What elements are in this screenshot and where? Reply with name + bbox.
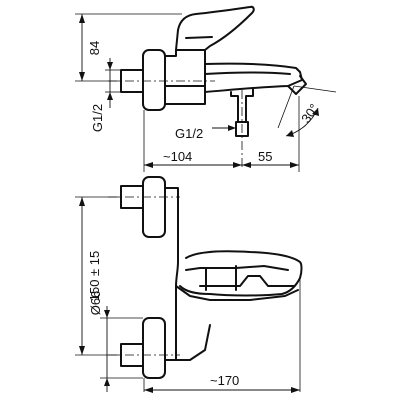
dimension-escutcheon-diameter: Ø66: [88, 291, 110, 392]
dimension-arrow: [290, 162, 299, 168]
front-lever-handle: [179, 250, 303, 297]
dimension-depth: ~104 55: [144, 149, 299, 168]
dimension-arrow: [286, 130, 294, 137]
side-body-block: [164, 49, 206, 105]
front-view: 150 ± 15 Ø66 ~170: [75, 176, 303, 393]
front-main-body: [164, 187, 179, 361]
side-lever-handle: [175, 5, 255, 51]
dimension-arrow: [144, 387, 153, 393]
side-view-faucet-body: [120, 5, 307, 137]
side-spout-outlet: [287, 75, 307, 95]
dimension-overall-width-label: ~170: [210, 373, 239, 388]
dimension-arrow: [233, 162, 242, 168]
front-view-faucet-body: [120, 176, 303, 379]
dimension-84-label: 84: [87, 41, 102, 55]
dimension-outlet-thread: G1/2: [175, 125, 236, 141]
dimension-arrow: [79, 346, 85, 355]
dimension-depth-label: ~104: [163, 149, 192, 164]
dimension-arrow: [104, 310, 110, 318]
dimension-arrow: [291, 387, 300, 393]
dimension-arrow: [79, 14, 85, 23]
dimension-spout-angle: 30°: [277, 85, 337, 137]
dimension-inlet-thread-label: G1/2: [90, 104, 105, 132]
side-escutcheon: [142, 49, 166, 111]
dimension-arrow: [107, 92, 113, 100]
dimension-centre-distance-label: 150 ± 15: [87, 251, 102, 302]
dimension-outlet-thread-label: G1/2: [175, 126, 203, 141]
dimension-arrow: [79, 197, 85, 206]
dimension-spout-angle-label: 30°: [298, 101, 322, 126]
side-view: 84 G1/2 G1/2 30°: [75, 5, 337, 172]
dimension-inlet-thread: G1/2: [90, 58, 113, 132]
dimension-arrow: [242, 162, 251, 168]
dimension-arrow: [144, 162, 153, 168]
dimension-escutcheon-diameter-label: Ø66: [88, 291, 103, 316]
front-upper-escutcheon: [142, 176, 166, 238]
dimension-arrow: [79, 72, 85, 81]
dimension-spout-offset-label: 55: [258, 149, 272, 164]
front-lower-escutcheon: [142, 317, 166, 379]
dimension-arrow: [312, 108, 319, 116]
dimension-84: 84: [79, 14, 102, 81]
dimension-arrow: [228, 125, 236, 131]
dimension-arrow: [107, 62, 113, 70]
dimension-overall-width: ~170: [144, 373, 300, 393]
dimension-centre-distance: 150 ± 15: [79, 197, 102, 355]
dimension-arrow: [104, 378, 110, 386]
